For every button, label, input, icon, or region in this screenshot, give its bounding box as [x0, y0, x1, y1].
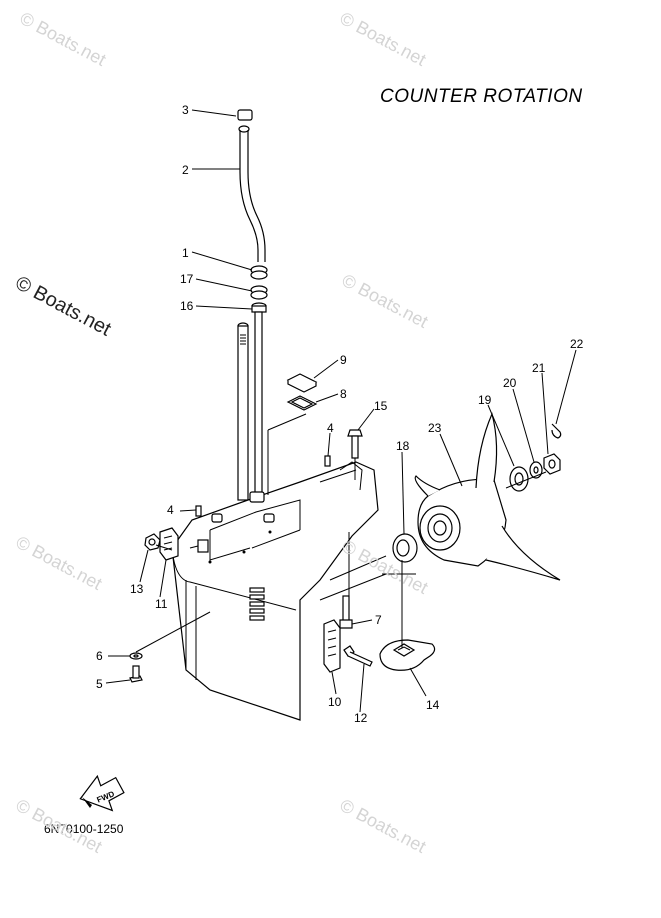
- callout-1: 1: [182, 246, 189, 260]
- part-9-plate: [286, 373, 318, 393]
- part-13-nut: [144, 533, 161, 551]
- part-16-bushing: [251, 302, 267, 313]
- vent-slots: [249, 587, 265, 621]
- part-22-cotter-pin: [551, 423, 562, 439]
- callout-16: 16: [180, 299, 194, 313]
- leader-lines: [105, 109, 577, 713]
- callout-6: 6: [96, 649, 103, 663]
- callout-23: 23: [428, 421, 442, 435]
- part-2-shift-rod: [238, 125, 266, 262]
- part-1-seal: [250, 265, 268, 280]
- diagram-code: 6N70100-1250: [44, 822, 124, 836]
- part-8-gasket: [286, 395, 318, 411]
- part-21-nut: [543, 453, 561, 475]
- callout-5: 5: [96, 677, 103, 691]
- part-14-trim-tab: [379, 639, 436, 671]
- callout-12: 12: [354, 711, 368, 725]
- callout-3: 3: [182, 103, 189, 117]
- callout-9: 9: [340, 353, 347, 367]
- callout-11: 11: [155, 597, 168, 611]
- callout-8: 8: [340, 387, 347, 401]
- shift-rod-lower: [254, 311, 263, 499]
- part-20-washer: [529, 461, 543, 479]
- part-7-bolt: [339, 595, 353, 629]
- part-15-bolt: [347, 429, 363, 459]
- callout-15: 15: [374, 399, 388, 413]
- callout-14: 14: [426, 698, 440, 712]
- part-3-cap: [237, 109, 253, 121]
- part-6-washer: [129, 652, 143, 660]
- callout-10: 10: [328, 695, 342, 709]
- callout-17: 17: [180, 272, 194, 286]
- fwd-arrow-icon: FWD: [79, 774, 125, 812]
- callout-20: 20: [503, 376, 517, 390]
- part-4-pin-upper: [324, 455, 331, 467]
- diagram-title: COUNTER ROTATION: [380, 86, 583, 107]
- part-17-washer: [250, 285, 268, 300]
- callout-4-lower: 4: [167, 503, 174, 517]
- callout-4-upper: 4: [327, 421, 334, 435]
- callout-18: 18: [396, 439, 410, 453]
- lower-case-housing: [171, 461, 379, 721]
- part-10-plate: [323, 619, 341, 673]
- callout-13: 13: [130, 582, 144, 596]
- callout-7: 7: [375, 613, 382, 627]
- part-4-pin-lower: [195, 505, 202, 517]
- assembly-lines: [135, 413, 547, 653]
- callout-19: 19: [478, 393, 492, 407]
- part-5-bolt: [129, 665, 143, 683]
- callout-21: 21: [532, 361, 546, 375]
- callout-2: 2: [182, 163, 189, 177]
- drive-shaft: [237, 322, 249, 501]
- part-18-spacer: [392, 533, 418, 563]
- callout-22: 22: [570, 337, 584, 351]
- callout-numbers: 3 2 1 17 16 9 8 15 4 4 18 23 19 20 21 22…: [96, 103, 584, 725]
- part-12-bolt: [343, 645, 373, 667]
- part-23-propeller: [414, 412, 561, 581]
- part-19-washer: [509, 466, 529, 492]
